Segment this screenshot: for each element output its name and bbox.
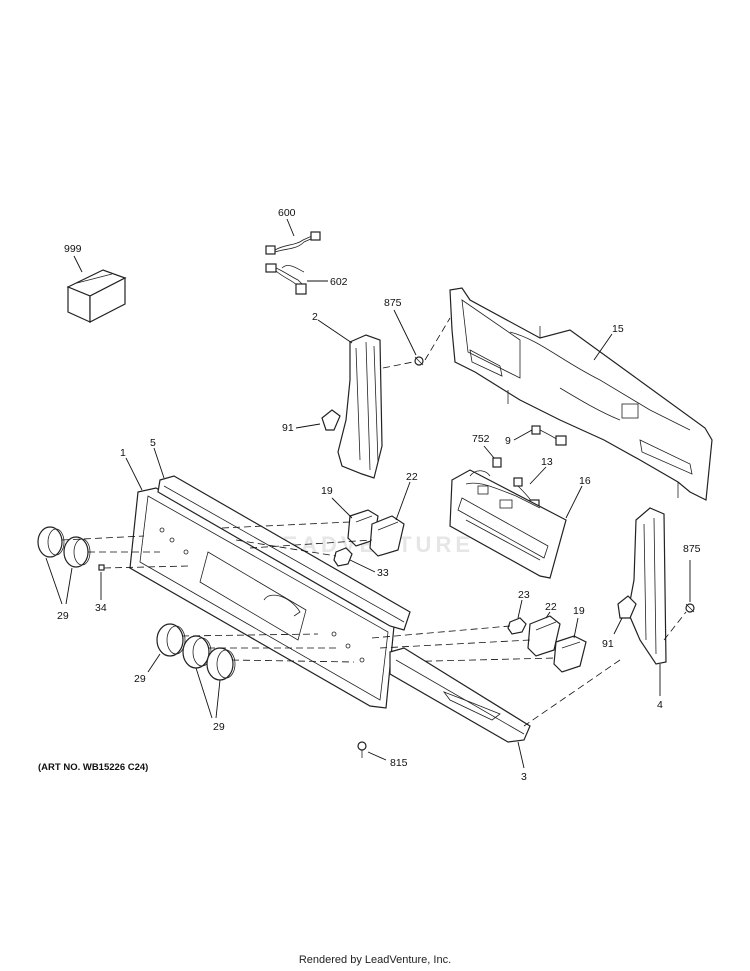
callout-5[interactable]: 5: [150, 437, 156, 449]
part-999-box[interactable]: [66, 269, 127, 323]
callout-875-right[interactable]: 875: [683, 543, 701, 555]
callout-752[interactable]: 752: [472, 433, 490, 445]
footer-credit: Rendered by LeadVenture, Inc.: [298, 954, 452, 966]
part-29-knob-left-2[interactable]: [63, 536, 91, 568]
callout-3[interactable]: 3: [521, 771, 527, 783]
callout-29-left[interactable]: 29: [57, 610, 69, 622]
part-4-side-bracket[interactable]: [627, 507, 667, 665]
callout-600[interactable]: 600: [278, 207, 296, 219]
part-34-screw[interactable]: [98, 564, 105, 571]
part-15-rear-cover[interactable]: [449, 287, 713, 501]
callout-15[interactable]: 15: [612, 323, 624, 335]
callout-33[interactable]: 33: [377, 567, 389, 579]
callout-19-upper[interactable]: 19: [321, 485, 333, 497]
part-9-wire-harness[interactable]: [531, 425, 567, 446]
part-1-control-panel[interactable]: [129, 487, 395, 709]
callout-16[interactable]: 16: [579, 475, 591, 487]
part-875-screw-right[interactable]: [685, 603, 695, 613]
part-29-knob-lower-2[interactable]: [182, 635, 212, 669]
part-29-knob-left-1[interactable]: [37, 526, 65, 558]
part-22-switch-lower[interactable]: [527, 615, 561, 657]
part-33-switch[interactable]: [333, 547, 353, 567]
part-815-screw[interactable]: [357, 741, 367, 758]
part-16-control-board[interactable]: [449, 469, 567, 579]
callout-29-mid[interactable]: 29: [134, 673, 146, 685]
callout-875-top[interactable]: 875: [384, 297, 402, 309]
callout-13[interactable]: 13: [541, 456, 553, 468]
part-19-switch-lower[interactable]: [553, 635, 587, 673]
part-23-switch[interactable]: [507, 617, 527, 635]
part-22-switch-upper[interactable]: [369, 515, 405, 557]
part-600-wire-harness[interactable]: [265, 231, 321, 255]
art-number: (ART NO. WB15226 C24): [38, 762, 149, 773]
callout-2[interactable]: 2: [312, 311, 318, 323]
callout-4[interactable]: 4: [657, 699, 663, 711]
callout-34[interactable]: 34: [95, 602, 107, 614]
part-3-lower-trim[interactable]: [389, 647, 531, 743]
part-29-knob-lower-3[interactable]: [206, 647, 236, 681]
callout-19-lower[interactable]: 19: [573, 605, 585, 617]
callout-815[interactable]: 815: [390, 757, 408, 769]
callout-22-lower[interactable]: 22: [545, 601, 557, 613]
part-2-side-bracket[interactable]: [337, 334, 383, 479]
callout-1[interactable]: 1: [120, 447, 126, 459]
callout-999[interactable]: 999: [64, 243, 82, 255]
part-602-wire-harness[interactable]: [265, 263, 307, 295]
callout-23[interactable]: 23: [518, 589, 530, 601]
callout-22-upper[interactable]: 22: [406, 471, 418, 483]
callout-91-left[interactable]: 91: [282, 422, 294, 434]
part-875-screw-top[interactable]: [414, 356, 424, 366]
part-91-clip-right[interactable]: [617, 595, 637, 619]
callout-602[interactable]: 602: [330, 276, 348, 288]
callout-9[interactable]: 9: [505, 435, 511, 447]
part-752-connector[interactable]: [492, 457, 502, 468]
callout-29-lower[interactable]: 29: [213, 721, 225, 733]
part-91-clip-left[interactable]: [321, 409, 341, 431]
part-5-trim-strip[interactable]: [157, 475, 411, 631]
part-29-knob-lower-1[interactable]: [156, 623, 186, 657]
callout-91-right[interactable]: 91: [602, 638, 614, 650]
